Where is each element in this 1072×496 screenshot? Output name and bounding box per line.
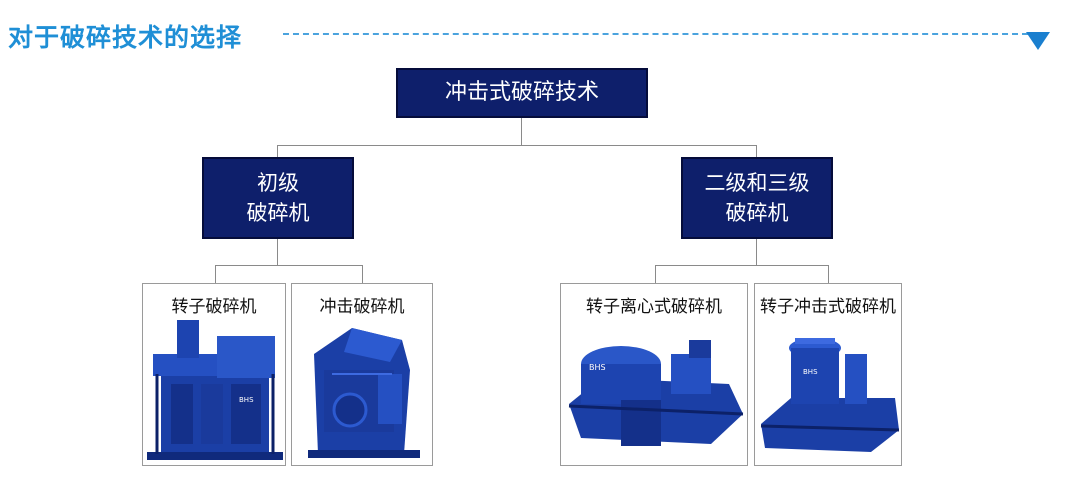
- svg-text:BHS: BHS: [239, 396, 254, 404]
- connector: [828, 265, 829, 284]
- connector: [277, 145, 757, 146]
- centrifugal-crusher-image: BHS: [561, 314, 749, 464]
- connector: [655, 265, 829, 266]
- triangle-down-icon: [1026, 32, 1050, 50]
- node-label-line2: 破碎机: [726, 198, 789, 228]
- leaf-card: 冲击破碎机: [291, 283, 433, 466]
- root-node-label: 冲击式破碎技术: [445, 78, 599, 108]
- header-dashed-rule: [283, 33, 1028, 35]
- page-title: 对于破碎技术的选择: [8, 18, 242, 54]
- secondary-tertiary-crusher-node: 二级和三级 破碎机: [681, 157, 833, 239]
- leaf-card: 转子冲击式破碎机 BHS: [754, 283, 902, 466]
- primary-crusher-node: 初级 破碎机: [202, 157, 354, 239]
- rotor-crusher-image: BHS: [143, 314, 287, 464]
- node-label-line1: 二级和三级: [705, 168, 810, 198]
- impact-crusher-image: [292, 314, 434, 464]
- leaf-card: 转子离心式破碎机 BHS: [560, 283, 748, 466]
- connector: [756, 239, 757, 266]
- connector: [655, 265, 656, 284]
- svg-text:BHS: BHS: [589, 363, 606, 372]
- node-label-line2: 破碎机: [247, 198, 310, 228]
- svg-text:BHS: BHS: [803, 368, 818, 376]
- rotor-impact-crusher-image: BHS: [755, 314, 903, 464]
- connector: [215, 265, 216, 284]
- connector: [362, 265, 363, 284]
- connector: [215, 265, 363, 266]
- connector: [521, 118, 522, 146]
- connector: [277, 239, 278, 266]
- node-label-line1: 初级: [257, 168, 299, 198]
- root-node: 冲击式破碎技术: [396, 68, 648, 118]
- leaf-card: 转子破碎机 BHS: [142, 283, 286, 466]
